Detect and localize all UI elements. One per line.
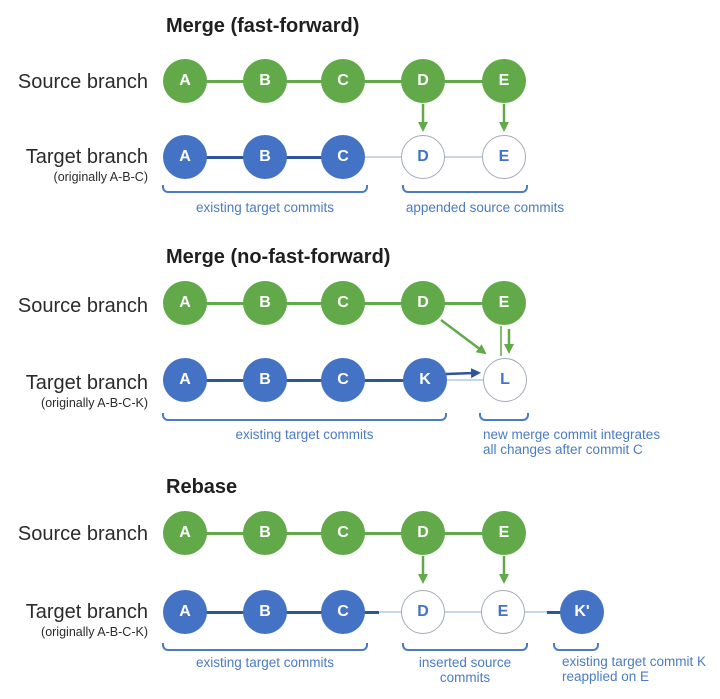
commit-node-target-a: A [163, 590, 207, 634]
target-branch-sublabel: (originally A-B-C-K) [41, 625, 148, 639]
commit-node-source-c: C [321, 281, 365, 325]
existing-commits-brace [162, 185, 368, 193]
target-branch-sublabel: (originally A-B-C-K) [41, 396, 148, 410]
commit-node-source-b: B [243, 281, 287, 325]
commit-node-target-c: C [321, 358, 365, 402]
commit-node-source-a: A [163, 59, 207, 103]
merge-note-line2: all changes after commit C [483, 442, 643, 457]
section-title: Merge (no-fast-forward) [166, 246, 391, 268]
commit-node-target-l-merge: L [483, 358, 527, 402]
reapplied-commit-brace [553, 643, 599, 651]
merge-commit-brace [479, 413, 529, 421]
source-branch-label: Source branch [17, 71, 148, 93]
target-branch-label: Target branch [25, 146, 148, 168]
target-branch-sublabel: (originally A-B-C) [53, 170, 148, 184]
source-branch-label: Source branch [17, 523, 148, 545]
existing-commits-caption: existing target commits [235, 427, 374, 442]
commit-node-target-a: A [163, 135, 207, 179]
arrow-k-to-l-icon [445, 368, 481, 379]
commit-node-target-b: B [243, 135, 287, 179]
existing-commits-caption: existing target commits [195, 655, 335, 670]
section-title: Merge (fast-forward) [166, 15, 360, 37]
commit-node-target-k-prime: K' [560, 590, 604, 634]
commit-node-source-d: D [401, 511, 445, 555]
reapplied-caption-line2: reapplied on E [562, 669, 650, 684]
commit-node-source-d: D [401, 281, 445, 325]
target-branch-line-light [379, 611, 547, 613]
appended-commits-caption: appended source commits [405, 200, 565, 215]
target-branch-line [185, 379, 425, 382]
existing-commits-caption: existing target commits [195, 200, 335, 215]
commit-node-target-e-appended: E [482, 135, 526, 179]
commit-node-source-e: E [482, 59, 526, 103]
appended-commits-brace [402, 185, 528, 193]
target-branch-line-light [425, 379, 505, 381]
commit-node-target-c: C [321, 135, 365, 179]
reapplied-caption-line1: existing target commit K [562, 654, 707, 669]
commit-node-source-a: A [163, 511, 207, 555]
diagonal-arrow-d-to-l-icon [440, 319, 487, 355]
commit-node-source-b: B [243, 59, 287, 103]
commit-node-target-a: A [163, 358, 207, 402]
commit-node-source-e: E [482, 511, 526, 555]
existing-commits-brace [162, 413, 447, 421]
inserted-commits-brace [402, 643, 528, 651]
commit-node-source-d: D [401, 59, 445, 103]
commit-node-source-a: A [163, 281, 207, 325]
commit-node-source-c: C [321, 511, 365, 555]
commit-node-target-k: K [403, 358, 447, 402]
commit-node-source-e: E [482, 281, 526, 325]
commit-node-target-b: B [243, 590, 287, 634]
source-branch-label: Source branch [17, 295, 148, 317]
merge-note-line1: new merge commit integrates [483, 427, 661, 442]
section-title: Rebase [166, 476, 238, 498]
commit-node-target-c: C [321, 590, 365, 634]
commit-node-target-b: B [243, 358, 287, 402]
inserted-commits-caption: inserted source commits [418, 655, 512, 685]
existing-commits-brace [162, 643, 368, 651]
commit-node-target-d-inserted: D [401, 590, 445, 634]
commit-node-target-e-inserted: E [481, 590, 525, 634]
target-branch-label: Target branch [25, 601, 148, 623]
target-branch-label: Target branch [25, 372, 148, 394]
commit-node-source-c: C [321, 59, 365, 103]
commit-node-source-b: B [243, 511, 287, 555]
commit-node-target-d-appended: D [401, 135, 445, 179]
